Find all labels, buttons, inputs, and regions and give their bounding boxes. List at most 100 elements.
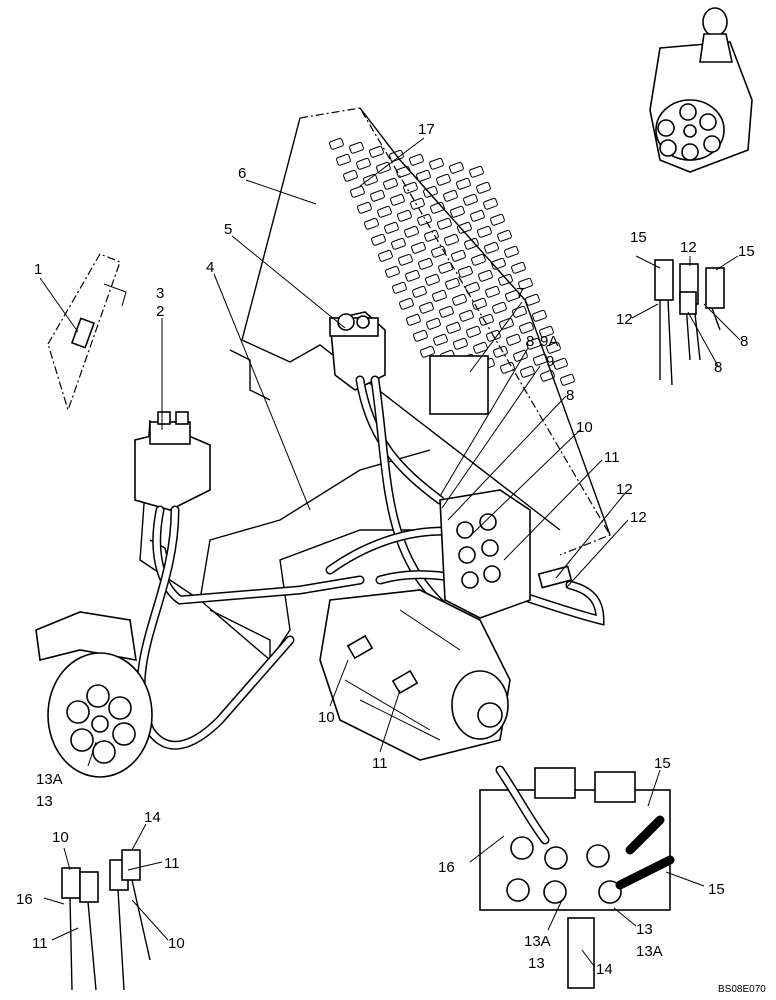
perforation-slot — [449, 161, 464, 174]
perforation-slot — [343, 169, 358, 182]
perforation-slot — [465, 281, 480, 294]
perforation-slot — [466, 325, 481, 338]
perforation-slot — [432, 289, 447, 302]
perforation-slot — [371, 233, 386, 246]
perforation-slot — [409, 153, 424, 166]
perforation-slot — [410, 197, 425, 210]
perforation-slot — [437, 217, 452, 230]
perforation-slot — [525, 293, 540, 306]
perforation-slot — [490, 213, 505, 226]
perforation-slot — [491, 257, 506, 270]
perforation-slot — [438, 261, 453, 274]
perforation-slot — [445, 277, 460, 290]
perforation-slot — [484, 241, 499, 254]
perforation-slot — [506, 333, 521, 346]
perforation-slot — [500, 361, 515, 374]
perforation-slot — [364, 217, 379, 230]
detail-callout-16-manifold: 16 — [438, 859, 455, 876]
perforation-slot — [413, 329, 428, 342]
perforation-slot — [479, 313, 494, 326]
perforation-slot — [439, 305, 454, 318]
perforation-slot — [418, 257, 433, 270]
perforation-slot — [383, 177, 398, 190]
perforation-slot — [472, 297, 487, 310]
detail-callout-10-top: 10 — [52, 829, 69, 846]
left-control-valve — [134, 411, 211, 511]
perforation-slot — [539, 325, 554, 338]
detail-callout-15-left: 15 — [630, 229, 647, 246]
perforation-slot — [419, 301, 434, 314]
callout-9: 9 — [546, 353, 554, 370]
detail-callout-11-left: 11 — [32, 935, 48, 952]
perforation-slot — [476, 181, 491, 194]
callout-6: 6 — [238, 165, 246, 182]
perforation-slot — [426, 317, 441, 330]
valve-manifold-detail — [479, 765, 675, 989]
callout-11: 11 — [604, 449, 620, 466]
perforation-slot — [430, 201, 445, 214]
detail-callout-13a-left: 13A — [524, 933, 551, 950]
perforation-slot — [560, 373, 575, 386]
perforation-slot — [356, 157, 371, 170]
fitting-detail-upper-right — [654, 259, 725, 386]
perforation-slot — [397, 209, 412, 222]
perforation-slot — [463, 193, 478, 206]
perforation-slot — [518, 277, 533, 290]
callout-10-pump: 10 — [318, 709, 335, 726]
perforation-slot — [459, 309, 474, 322]
callout-2: 2 — [156, 303, 164, 320]
detail-callout-14: 14 — [144, 809, 161, 826]
callout-5: 5 — [224, 221, 232, 238]
hydrostatic-pump — [319, 589, 511, 761]
perforation-slot — [357, 201, 372, 214]
perforation-slot — [398, 253, 413, 266]
perforation-slot — [377, 205, 392, 218]
perforation-slot — [483, 197, 498, 210]
detail-callout-13-left: 13 — [528, 955, 545, 972]
callout-12-lower: 12 — [630, 509, 647, 526]
detail-callout-12-top: 12 — [680, 239, 697, 256]
perforation-slot — [471, 253, 486, 266]
perforation-slot — [492, 301, 507, 314]
callout-4: 4 — [206, 259, 214, 276]
detail-callout-16: 16 — [16, 891, 33, 908]
detail-callout-12-left: 12 — [616, 311, 633, 328]
perforation-slot — [505, 289, 520, 302]
perforation-slot — [425, 273, 440, 286]
perforation-slot — [429, 157, 444, 170]
detail-callout-15-lower: 15 — [708, 881, 725, 898]
perforation-slot — [498, 273, 513, 286]
perforation-slot — [450, 205, 465, 218]
callout-10: 10 — [576, 419, 593, 436]
callout-9a: 9A — [540, 333, 558, 350]
detail-callout-15-right: 15 — [738, 243, 755, 260]
callout-17: 17 — [418, 121, 435, 138]
perforation-slot — [420, 345, 435, 358]
hose-routing — [136, 375, 605, 750]
perforation-slot — [349, 141, 364, 154]
callout-8-lower: 8 — [566, 387, 574, 404]
perforation-slot — [416, 169, 431, 182]
callout-11-pump: 11 — [372, 755, 388, 772]
perforation-slot — [473, 341, 488, 354]
perforation-slot — [470, 209, 485, 222]
perforation-slot — [370, 189, 385, 202]
perforation-slot — [405, 269, 420, 282]
callout-12: 12 — [616, 481, 633, 498]
perforation-slot — [390, 193, 405, 206]
perforation-slot — [336, 153, 351, 166]
detail-callout-11-right: 11 — [164, 855, 180, 872]
perforation-slot — [446, 321, 461, 334]
perforation-slot — [464, 237, 479, 250]
perforation-slot — [513, 349, 528, 362]
perforation-slot — [452, 293, 467, 306]
perforation-slot — [469, 165, 484, 178]
perforation-slot — [451, 249, 466, 262]
perforation-slot — [376, 161, 391, 174]
drawing-id: BS08E070 — [718, 984, 766, 995]
perforation-slot — [350, 185, 365, 198]
perforation-slot — [404, 225, 419, 238]
callout-7: 7 — [516, 285, 524, 302]
perforation-slot — [412, 285, 427, 298]
